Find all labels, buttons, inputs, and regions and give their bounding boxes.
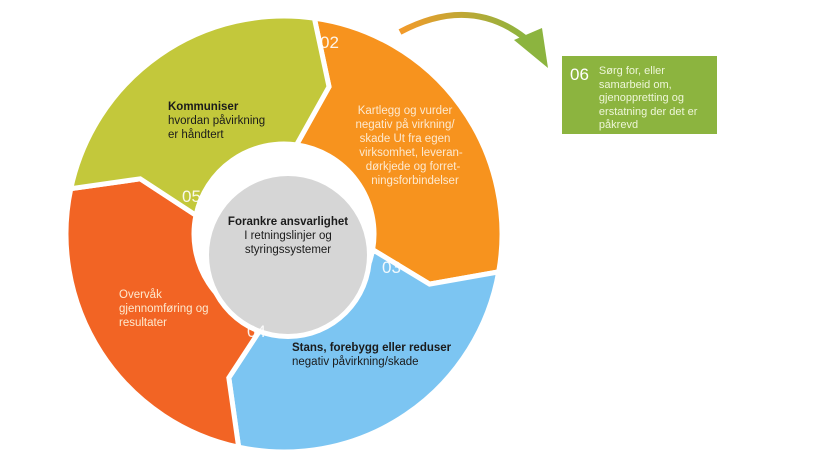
step-02-label: Kartlegg og vurder negativ på virkning/ … bbox=[340, 104, 470, 188]
step-line: resultater bbox=[119, 317, 167, 329]
segment-05 bbox=[67, 13, 332, 220]
center-title: Forankre ansvarlighet bbox=[227, 216, 349, 228]
step-02-number: 02 bbox=[320, 33, 339, 52]
step-06-text: Sørg for, eller samarbeid om, gjenoppret… bbox=[598, 65, 698, 131]
step-06-box: 06 Sørg for, eller samarbeid om, gjenopp… bbox=[562, 56, 717, 134]
center-label: Forankre ansvarlighet I retningslinjer o… bbox=[225, 215, 351, 257]
step-line: negativ påvirkning/skade bbox=[292, 356, 419, 368]
curved-arrow bbox=[398, 12, 527, 41]
step-line: ningsforbindelser bbox=[371, 175, 459, 187]
step-line: virksomhet, leveran- bbox=[359, 147, 463, 159]
step-line: negativ på virkning/ bbox=[355, 119, 455, 131]
step-line: Overvåk bbox=[119, 289, 162, 301]
step-05-label: Kommuniser hvordan påvirkning er håndter… bbox=[168, 100, 298, 142]
step-line: er håndtert bbox=[168, 129, 224, 141]
step-line: Stans, forebygg eller reduser bbox=[292, 342, 452, 354]
step-line: Kommuniser bbox=[168, 101, 239, 113]
step-04-number: 04 bbox=[247, 322, 266, 341]
step-06-number: 06 bbox=[570, 65, 589, 84]
step-03-label: Stans, forebygg eller reduser negativ på… bbox=[292, 341, 482, 369]
step-line: dørkjede og forret- bbox=[365, 161, 461, 173]
arrow-head-icon bbox=[514, 28, 548, 68]
step-line: hvordan påvirkning bbox=[168, 115, 266, 127]
center-line2: styringssystemer bbox=[244, 244, 332, 256]
center-line1: I retningslinjer og bbox=[244, 230, 332, 242]
step-line: skade Ut fra egen bbox=[359, 133, 451, 145]
step-line: gjennomføring og bbox=[119, 303, 209, 315]
step-03-number: 03 bbox=[382, 258, 401, 277]
step-line: Kartlegg og vurder bbox=[357, 105, 453, 117]
step-04-label: Overvåk gjennomføring og resultater bbox=[119, 288, 239, 330]
step-05-number: 05 bbox=[182, 187, 201, 206]
center-number: 01 bbox=[276, 152, 295, 171]
segment-02 bbox=[292, 15, 505, 287]
